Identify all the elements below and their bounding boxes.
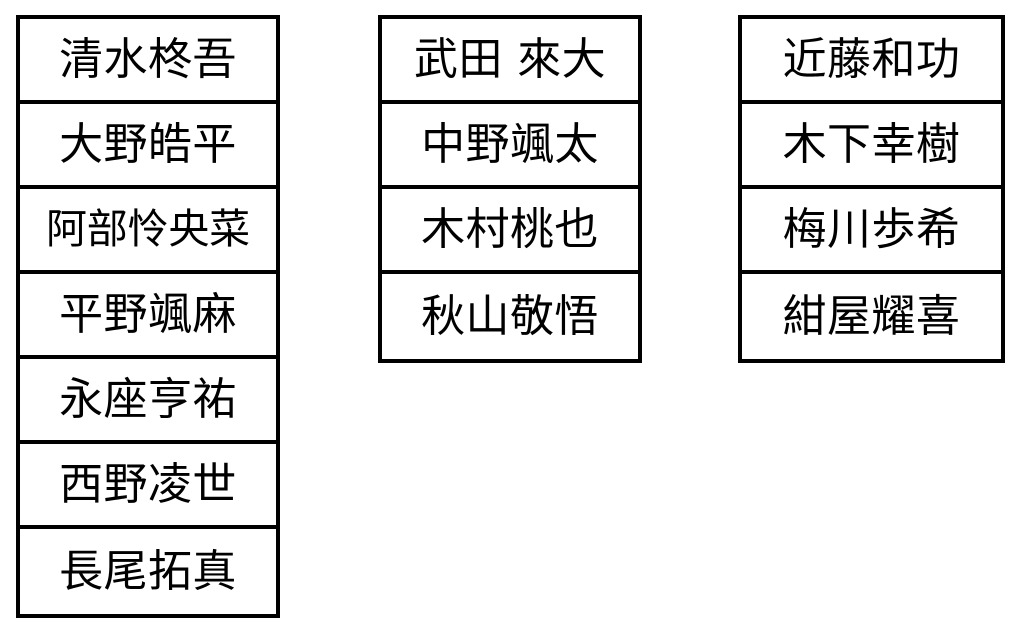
name-cell[interactable]: 木村桃也 [382, 189, 638, 274]
name-cell[interactable]: 清水柊吾 [20, 19, 276, 104]
name-label: 清水柊吾 [59, 33, 237, 85]
name-label: 長尾拓真 [59, 545, 237, 597]
name-cell[interactable]: 近藤和功 [742, 19, 1001, 104]
name-label: 近藤和功 [782, 33, 961, 85]
name-cell[interactable]: 梅川歩希 [742, 189, 1001, 274]
name-cell[interactable]: 平野颯麻 [20, 274, 276, 359]
name-cell[interactable]: 阿部怜央菜 [20, 189, 276, 274]
name-label: 梅川歩希 [782, 203, 961, 255]
name-cell[interactable]: 西野凌世 [20, 444, 276, 529]
name-label: 阿部怜央菜 [46, 205, 250, 253]
name-label: 大野皓平 [59, 118, 237, 170]
name-cell[interactable]: 大野皓平 [20, 104, 276, 189]
name-label: 木下幸樹 [782, 118, 961, 170]
name-label: 平野颯麻 [59, 288, 237, 340]
name-column-2: 武田 來大 中野颯太 木村桃也 秋山敬悟 [378, 15, 642, 363]
name-cell[interactable]: 秋山敬悟 [382, 274, 638, 359]
name-cell[interactable]: 武田 來大 [382, 19, 638, 104]
name-label: 中野颯太 [421, 118, 599, 170]
name-label: 永座亨祐 [59, 373, 237, 425]
name-cell[interactable]: 紺屋耀喜 [742, 274, 1001, 359]
name-cell[interactable]: 木下幸樹 [742, 104, 1001, 189]
name-cell[interactable]: 中野颯太 [382, 104, 638, 189]
name-column-1: 清水柊吾 大野皓平 阿部怜央菜 平野颯麻 永座亨祐 西野凌世 長尾拓真 [16, 15, 280, 618]
name-label: 西野凌世 [59, 458, 237, 510]
name-label: 武田 來大 [413, 33, 607, 85]
name-label: 秋山敬悟 [421, 290, 599, 342]
name-label: 木村桃也 [421, 203, 599, 255]
name-cell[interactable]: 長尾拓真 [20, 529, 276, 614]
name-cell[interactable]: 永座亨祐 [20, 359, 276, 444]
name-label: 紺屋耀喜 [782, 290, 961, 342]
name-column-3: 近藤和功 木下幸樹 梅川歩希 紺屋耀喜 [738, 15, 1005, 363]
